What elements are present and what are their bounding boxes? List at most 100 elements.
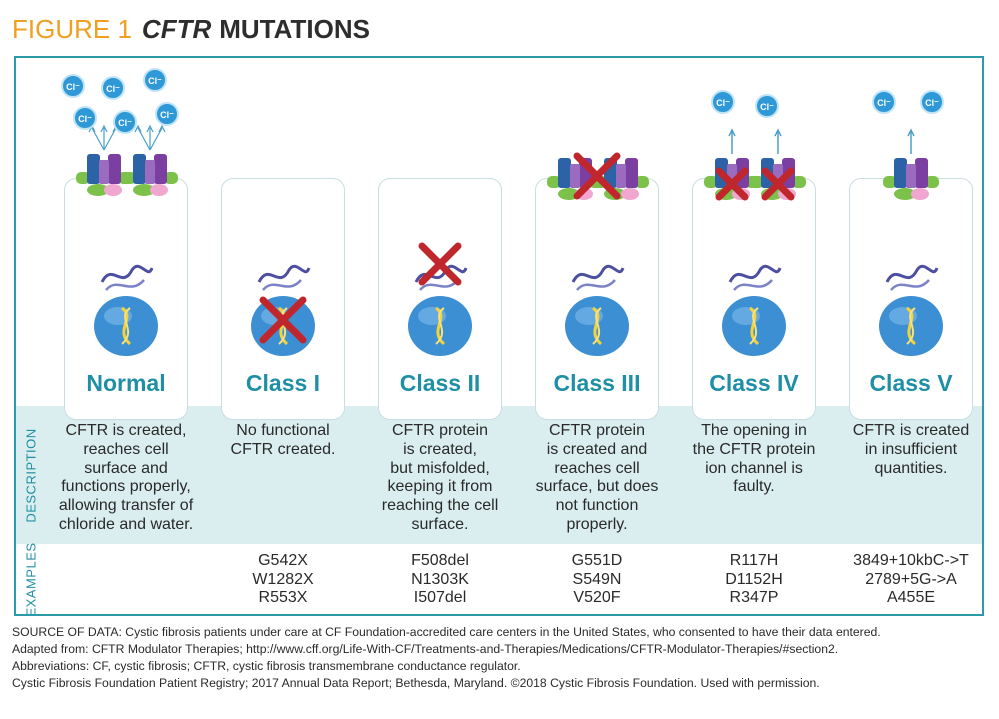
description-line: surface and [84,459,168,477]
description-line: faulty. [733,478,775,496]
svg-text:Cl⁻: Cl⁻ [925,98,939,108]
illustration-class-iii [547,152,649,356]
chloride-ion-icon: Cl⁻ [73,106,97,130]
description-line: reaches cell [83,440,169,458]
chloride-ion-icon: Cl⁻ [113,110,137,134]
citation-note: Cystic Fibrosis Foundation Patient Regis… [12,676,820,690]
description-line: chloride and water. [58,515,194,533]
protein-icon [257,264,311,291]
defect-cross-icon [259,296,307,344]
class-label-class-iv: Class IV [709,370,799,396]
example-mutation: 2789+5G->A [865,570,957,588]
svg-text:Cl⁻: Cl⁻ [160,110,174,120]
description-line: is created and [546,440,648,458]
description-line: keeping it from [387,478,493,496]
figure-word: MUTATIONS [219,14,370,44]
class-label-class-v: Class V [869,370,953,396]
svg-text:Cl⁻: Cl⁻ [716,98,730,108]
description-line: reaching the cell [381,497,499,515]
chloride-ion-icon: Cl⁻ [755,94,779,118]
nucleus-dna-icon [408,296,472,356]
example-mutation: R117H [729,552,779,569]
example-mutation: W1282X [252,570,314,588]
defect-cross-icon [418,242,462,286]
svg-text:Cl⁻: Cl⁻ [66,82,80,92]
description-line: CFTR protein [548,422,646,439]
cell-normal [64,178,188,420]
description-line: the CFTR protein [692,440,816,458]
nucleus-dna-icon [722,296,786,356]
figure-gene: CFTR [141,14,212,44]
protein-icon [728,264,782,291]
description-line: not function [555,497,639,515]
nucleus-dna-icon [251,296,315,356]
defect-cross-icon [715,167,749,201]
description-line: reaches cell [554,459,640,477]
description-line: The opening in [701,422,807,439]
example-mutation: I507del [413,589,467,607]
svg-text:Cl⁻: Cl⁻ [118,118,132,128]
description-line: but misfolded, [390,459,490,477]
chloride-ion-icon: Cl⁻ [920,90,944,114]
protein-icon [571,264,625,291]
description-line: properly. [566,515,628,533]
flow-arrows [728,128,736,154]
description-line: allowing transfer of [58,497,194,515]
svg-text:Cl⁻: Cl⁻ [78,114,92,124]
defect-cross-icon [573,152,621,200]
description-line: No functional [236,422,330,439]
example-mutation: R553X [258,589,308,607]
cftr-channel [750,158,806,200]
example-mutation: G542X [258,552,308,569]
examples-side-label: EXAMPLES [23,541,39,616]
example-mutation: 3849+10kbC->T [853,552,969,569]
flow-arrows [134,124,166,151]
source-note: SOURCE OF DATA: Cystic fibrosis patients… [12,624,881,641]
example-mutation: N1303K [411,570,469,588]
description-line: ion channel is [705,459,803,477]
chloride-ion-icon: Cl⁻ [101,76,125,100]
svg-text:Cl⁻: Cl⁻ [877,98,891,108]
description-line: is created, [403,440,477,458]
nucleus-dna-icon [565,296,629,356]
example-mutation: V520F [573,589,621,607]
description-line: surface, but does [535,478,659,496]
chloride-ion-icon: Cl⁻ [872,90,896,114]
illustration-normal: Cl⁻ Cl⁻ Cl⁻ Cl⁻ Cl⁻ Cl⁻ [61,68,179,356]
description-line: quantities. [874,459,948,477]
nucleus-dna-icon [94,296,158,356]
description-line: CFTR is created, [65,422,187,439]
chloride-ion-icon: Cl⁻ [143,68,167,92]
description-band [16,406,982,544]
adapted-note: Adapted from: CFTR Modulator Therapies; … [12,642,839,656]
source-label: SOURCE OF DATA: [12,625,122,639]
class-label-normal: Normal [86,370,166,396]
flow-arrows [774,128,782,154]
chloride-ion-icon: Cl⁻ [61,74,85,98]
example-mutation: R347P [729,589,779,607]
example-mutation: F508del [411,552,469,569]
description-line: functions properly, [61,478,191,496]
diagram-frame: DESCRIPTION EXAMPLES Cl⁻Cl⁻Cl⁻Cl⁻Cl⁻Cl⁻N… [14,56,984,616]
example-mutation: A455E [886,589,936,607]
source-text: Cystic fibrosis patients under care at C… [121,625,881,639]
svg-text:Cl⁻: Cl⁻ [106,84,120,94]
example-mutation: G551D [571,552,623,569]
defect-cross-icon [761,167,795,201]
svg-text:Cl⁻: Cl⁻ [148,76,162,86]
protein-icon [885,264,939,291]
description-line: CFTR created. [230,440,336,458]
chloride-ion-icon: Cl⁻ [155,102,179,126]
examples-band [16,544,982,614]
illustration-class-v: Cl⁻ Cl⁻ [872,90,944,356]
nucleus-dna-icon [879,296,943,356]
class-label-class-ii: Class II [399,370,481,396]
